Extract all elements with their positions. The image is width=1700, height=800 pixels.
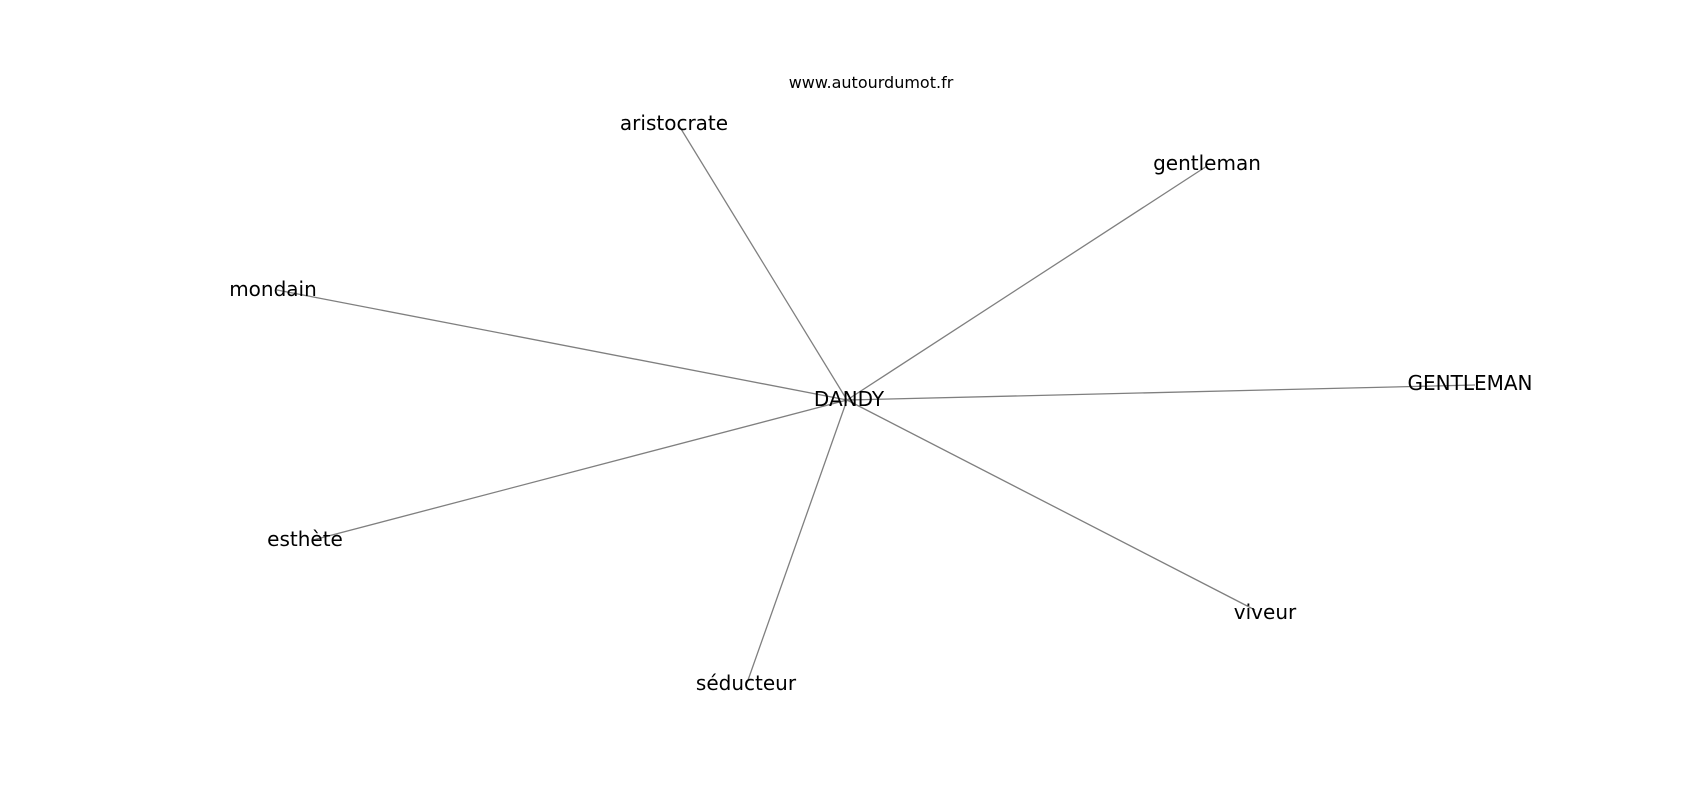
edge-dandy-mondain [276,289,848,401]
site-credit: www.autourdumot.fr [789,73,954,92]
node-label-gentleman[interactable]: gentleman [1153,151,1261,175]
edge-dandy-gentleman [846,165,1208,401]
node-label-seducteur[interactable]: séducteur [696,671,797,695]
graph-labels: www.autourdumot.fr aristocrate gentleman… [229,73,1532,695]
node-label-aristocrate[interactable]: aristocrate [620,111,728,135]
graph-edges [276,123,1476,684]
node-label-dandy-center[interactable]: DANDY [814,387,885,411]
edge-dandy-aristocrate [677,123,848,401]
node-label-esthete[interactable]: esthète [267,527,343,551]
node-label-viveur[interactable]: viveur [1234,600,1297,624]
edge-dandy-GENTLEMAN [846,384,1476,401]
edge-dandy-seducteur [746,399,848,684]
node-label-mondain[interactable]: mondain [229,277,317,301]
node-label-GENTLEMAN[interactable]: GENTLEMAN [1408,371,1533,395]
edge-dandy-esthete [312,399,848,541]
edge-dandy-viveur [846,399,1256,611]
